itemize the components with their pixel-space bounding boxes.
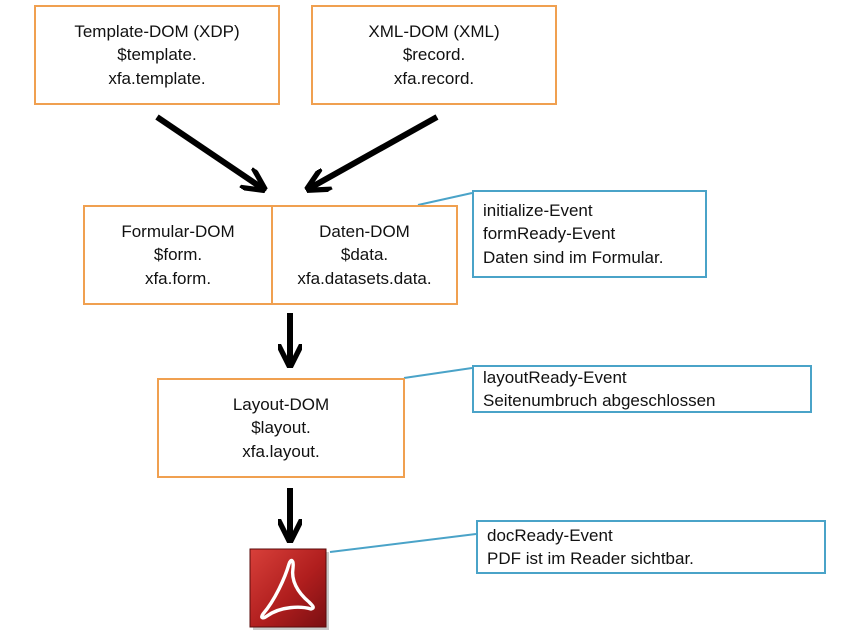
doc-events-callout: docReady-Event PDF ist im Reader sichtba… (476, 520, 826, 574)
daten-dom-var: $data. (340, 245, 389, 265)
connector-pdf-callout (329, 533, 477, 553)
formready-event-text: formReady-Event (483, 224, 616, 244)
formular-dom-path: xfa.form. (144, 268, 212, 288)
layout-dom-title: Layout-DOM (232, 394, 330, 414)
layout-dom-var: $layout. (251, 418, 311, 438)
formular-dom-title: Formular-DOM (121, 221, 235, 241)
pdf-sichtbar-text: PDF ist im Reader sichtbar. (487, 549, 694, 568)
docready-event-text: docReady-Event (487, 525, 613, 545)
connector-daten-callout (417, 192, 473, 206)
xml-dom-path: xfa.record. (393, 68, 475, 88)
data-events-callout: initialize-Event formReady-Event Daten s… (472, 190, 707, 278)
layoutready-event-text: layoutReady-Event (483, 367, 627, 387)
template-dom-path: xfa.template. (108, 68, 206, 88)
daten-dom-box: Daten-DOM $data. xfa.datasets.data. (271, 205, 458, 305)
formular-dom-var: $form. (153, 245, 203, 265)
xml-dom-box: XML-DOM (XML) $record. xfa.record. (311, 5, 557, 105)
daten-im-formular-text: Daten sind im Formular. (483, 247, 664, 267)
connector-layout-callout (403, 367, 473, 379)
layout-dom-path: xfa.layout. (242, 441, 320, 461)
arrow-template-to-formular (155, 114, 262, 188)
initialize-event-text: initialize-Event (483, 200, 593, 220)
xml-dom-title: XML-DOM (XML) (368, 21, 500, 41)
template-dom-var: $template. (117, 45, 197, 65)
xml-dom-var: $record. (402, 45, 466, 65)
layout-events-callout: layoutReady-Event Seitenumbruch abgeschl… (472, 365, 812, 413)
template-dom-title: Template-DOM (XDP) (74, 21, 240, 41)
daten-dom-path: xfa.datasets.data. (297, 268, 432, 288)
adobe-reader-pdf-icon (249, 548, 329, 630)
layout-dom-box: Layout-DOM $layout. xfa.layout. (157, 378, 405, 478)
arrow-xml-to-daten (310, 114, 439, 188)
daten-dom-title: Daten-DOM (319, 221, 410, 241)
formular-dom-box: Formular-DOM $form. xfa.form. (83, 205, 273, 305)
seitenumbruch-text: Seitenumbruch abgeschlossen (483, 391, 716, 410)
template-dom-box: Template-DOM (XDP) $template. xfa.templa… (34, 5, 280, 105)
